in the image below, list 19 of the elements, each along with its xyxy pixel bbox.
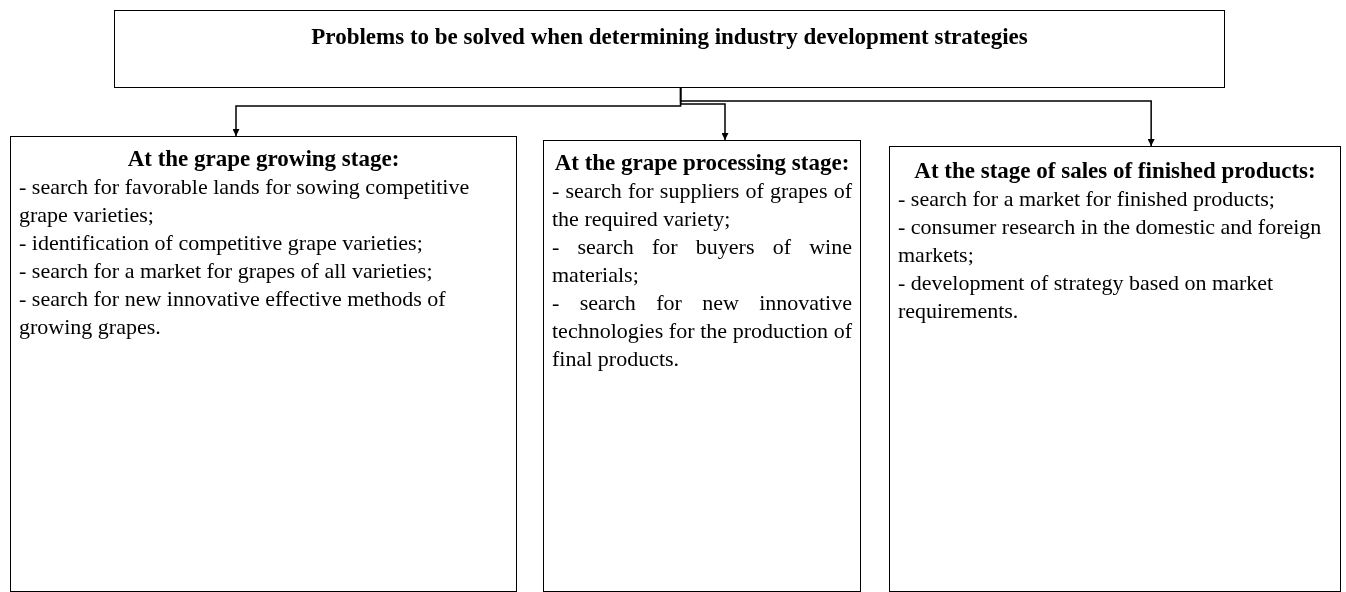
heading: Problems to be solved when determining industry development strategies xyxy=(310,23,1029,51)
heading: At the grape growing stage: xyxy=(126,145,401,173)
list-item: - search for new innovative technologies for the production of final products. xyxy=(552,289,852,373)
list-item: - consumer research in the domestic and foreign markets; xyxy=(898,213,1323,269)
list-item: - search for favorable lands for sowing competitive grape varieties; xyxy=(19,173,471,229)
stage-box xyxy=(889,146,1341,592)
list-item: - search for new innovative effective methods of growing grapes. xyxy=(19,285,447,341)
stage-box xyxy=(543,140,861,592)
list-item: - search for a market for grapes of all varieties; xyxy=(19,257,434,285)
list-item: - search for buyers of wine materials; xyxy=(552,233,852,289)
list-item: - search for suppliers of grapes of the required variety; xyxy=(552,177,852,233)
arrow xyxy=(679,87,1155,147)
heading: At the grape processing stage: xyxy=(553,149,851,177)
stage-box xyxy=(10,136,517,592)
list-item: - development of strategy based on market requirements. xyxy=(898,269,1275,325)
title-box xyxy=(114,10,1225,88)
heading: At the stage of sales of finished products: xyxy=(913,157,1317,185)
list-item: - search for a market for finished products; xyxy=(898,185,1276,213)
list-item: - identification of competitive grape varieties; xyxy=(19,229,424,257)
